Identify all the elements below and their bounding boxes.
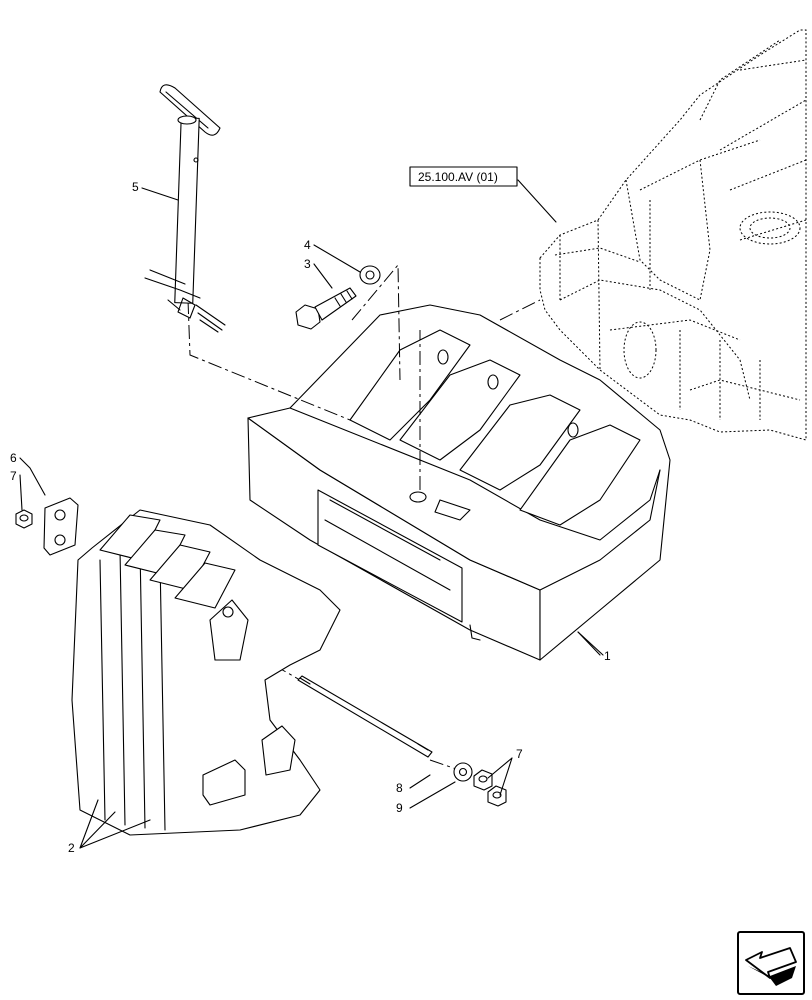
washer-rod	[453, 762, 473, 782]
nut-rod-2	[487, 785, 507, 807]
nut-rod-1	[473, 769, 493, 791]
callout-9: 9	[396, 801, 403, 815]
tie-rod	[297, 675, 433, 758]
ballast-weights	[71, 509, 341, 836]
callout-4: 4	[304, 238, 311, 252]
callout-2: 2	[68, 841, 75, 855]
washer	[359, 265, 381, 285]
hitch-pin	[144, 84, 226, 333]
bolt	[295, 287, 357, 330]
retaining-plate	[43, 497, 79, 556]
centerline	[499, 299, 541, 321]
tractor-front-frame	[539, 29, 807, 441]
callout-5: 5	[132, 180, 139, 194]
nut-left	[15, 509, 33, 529]
callout-1: 1	[604, 649, 611, 663]
callout-7-left: 7	[10, 469, 17, 483]
arrow-icon[interactable]	[737, 931, 805, 995]
leader-lines	[19, 187, 604, 849]
callout-7-right: 7	[516, 747, 523, 761]
callout-8: 8	[396, 781, 403, 795]
weight-carrier	[247, 304, 671, 661]
centerline	[187, 299, 351, 421]
reference-box[interactable]: 25.100.AV (01)	[409, 166, 557, 223]
callout-3: 3	[304, 257, 311, 271]
callout-6: 6	[10, 451, 17, 465]
reference-label: 25.100.AV (01)	[418, 170, 498, 184]
